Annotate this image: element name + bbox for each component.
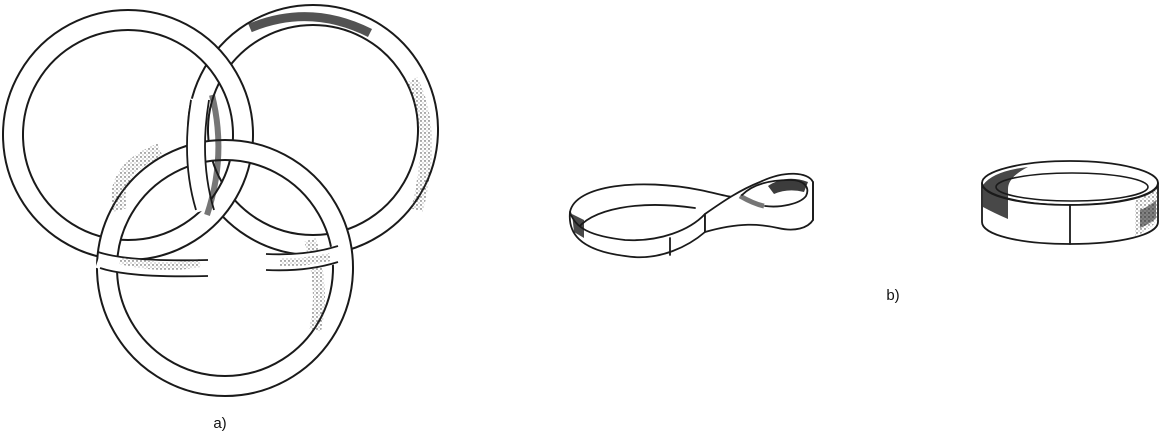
panel-b-bands: b)	[570, 161, 1158, 304]
caption-b: b)	[886, 287, 899, 304]
panel-a-borromean-rings: a)	[3, 5, 438, 432]
mobius-strip	[570, 174, 813, 258]
cylinder-band	[982, 161, 1158, 244]
caption-a: a)	[213, 415, 226, 432]
ring-top-right	[188, 5, 438, 255]
